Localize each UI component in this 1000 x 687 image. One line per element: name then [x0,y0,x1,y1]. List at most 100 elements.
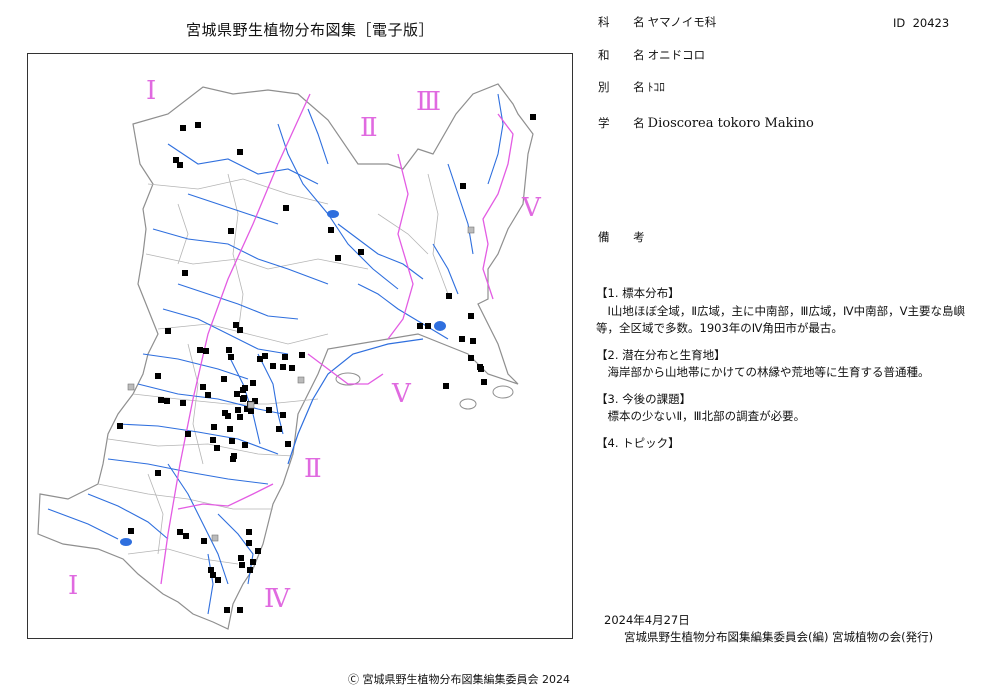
specimen-record-marker [247,567,253,573]
municipal-boundaries [97,173,449,565]
region-label: Ⅳ [264,584,291,614]
specimen-record-marker [183,533,189,539]
specimen-record-marker [225,413,231,419]
specimen-record-marker [155,470,161,476]
island [335,372,361,386]
specimen-record-marker [328,227,334,233]
specimen-record-marker [228,354,234,360]
specimen-record-marker [214,445,220,451]
specimen-record-marker [459,336,465,342]
specimen-record-marker [237,414,243,420]
specimen-record-marker [468,313,474,319]
section-body: 標本の少ないⅡ，Ⅲ北部の調査が必要。 [607,409,806,423]
specimen-record-marker [240,387,246,393]
specimen-record-marker [230,456,236,462]
specimen-record-marker [195,122,201,128]
specimen-record-marker [246,529,252,535]
specimen-record-marker [221,376,227,382]
lake [327,210,339,218]
section-body: Ⅰ山地ほぼ全域，Ⅱ広域，主に中南部，Ⅲ広域，Ⅳ中南部，Ⅴ主要な島嶼等，全区域で多… [596,303,965,336]
specimen-record-marker [250,380,256,386]
alias-row: 別 名 ﾄｺﾛ [598,79,665,95]
alias-name: ﾄｺﾛ [647,80,665,94]
region-label: Ⅱ [304,454,322,484]
specimen-record-marker [237,327,243,333]
specimen-record-marker [235,407,241,413]
specimen-record-marker [280,364,286,370]
coastline [287,338,424,465]
section-future-issues: 【3. 今後の課題】 標本の少ないⅡ，Ⅲ北部の調査が必要。 [596,391,976,426]
region-boundaries [160,93,514,585]
specimen-records [117,114,536,613]
specimen-record-marker [203,348,209,354]
id-value: 20423 [912,16,950,30]
japanese-name: オニドコロ [647,48,706,62]
family-name: ヤマノイモ科 [647,15,717,29]
specimen-record-marker [460,183,466,189]
uncertain-record-marker [297,376,305,384]
region-label: Ⅴ [521,193,542,223]
section-heading: 【2. 潜在分布と生育地】 [596,347,726,362]
island [492,385,514,399]
specimen-record-marker [266,407,272,413]
specimen-record-marker [468,355,474,361]
specimen-record-marker [443,383,449,389]
section-topic: 【4. トピック】 [596,435,976,453]
specimen-record-marker [255,548,261,554]
distribution-map: Ⅰ Ⅱ Ⅲ Ⅴ Ⅴ Ⅱ Ⅰ Ⅳ Ⓒ 宮城県野生植物分布図集編集委員会 2024 [27,53,573,686]
specimen-record-marker [425,323,431,329]
specimen-record-marker [155,373,161,379]
specimen-record-marker [208,567,214,573]
specimen-record-marker [239,562,245,568]
scientific-name-row: 学 名 Dioscorea tokoro Makino [598,115,814,131]
id-field: ID 20423 [893,16,949,30]
specimen-record-marker [197,347,203,353]
specimen-record-marker [117,423,123,429]
uncertain-record-marker [211,534,219,542]
specimen-record-marker [481,379,487,385]
specimen-record-marker [285,441,291,447]
scientific-name-label: 学 名 [598,116,655,130]
section-body: 海岸部から山地帯にかけての林縁や荒地等に生育する普通種。 [607,365,930,379]
specimen-record-marker [228,228,234,234]
specimen-record-marker [246,540,252,546]
specimen-record-marker [182,270,188,276]
id-label: ID [893,16,906,30]
specimen-record-marker [177,162,183,168]
specimen-record-marker [164,398,170,404]
specimen-record-marker [262,353,268,359]
specimen-record-marker [470,338,476,344]
family-row: 科 名 ヤマノイモ科 [598,14,716,30]
specimen-record-marker [210,437,216,443]
specimen-record-marker [244,406,250,412]
publisher-line: 宮城県野生植物分布図集編集委員会(編) 宮城植物の会(発行) [624,630,934,644]
specimen-record-marker [276,426,282,432]
region-labels: Ⅰ Ⅱ Ⅲ Ⅴ Ⅴ Ⅱ Ⅰ Ⅳ [68,76,542,614]
section-heading: 【1. 標本分布】 [596,286,680,300]
notes-label: 備 考 [598,230,655,244]
region-label: Ⅱ [360,113,378,143]
notes-row: 備 考 [598,229,655,245]
specimen-record-marker [280,412,286,418]
region-label: Ⅰ [146,76,156,106]
region-label: Ⅲ [416,87,441,117]
specimen-record-marker [234,391,240,397]
uncertain-record-marker [467,226,475,234]
specimen-record-marker [242,442,248,448]
specimen-record-marker [158,397,164,403]
specimen-record-marker [185,431,191,437]
specimen-record-marker [215,577,221,583]
specimen-record-marker [237,607,243,613]
uncertain-record-marker [127,383,135,391]
specimen-record-marker [224,607,230,613]
specimen-record-marker [180,400,186,406]
specimen-record-marker [250,559,256,565]
specimen-record-marker [238,555,244,561]
specimen-record-marker [180,125,186,131]
section-specimen-distribution: 【1. 標本分布】 Ⅰ山地ほぼ全域，Ⅱ広域，主に中南部，Ⅲ広域，Ⅳ中南部，Ⅴ主要… [596,285,976,338]
section-habitat: 【2. 潜在分布と生育地】 海岸部から山地帯にかけての林縁や荒地等に生育する普通… [596,347,976,382]
specimen-record-marker [200,384,206,390]
specimen-record-marker [205,392,211,398]
japanese-name-label: 和 名 [598,48,655,62]
region-label: Ⅴ [391,379,412,409]
